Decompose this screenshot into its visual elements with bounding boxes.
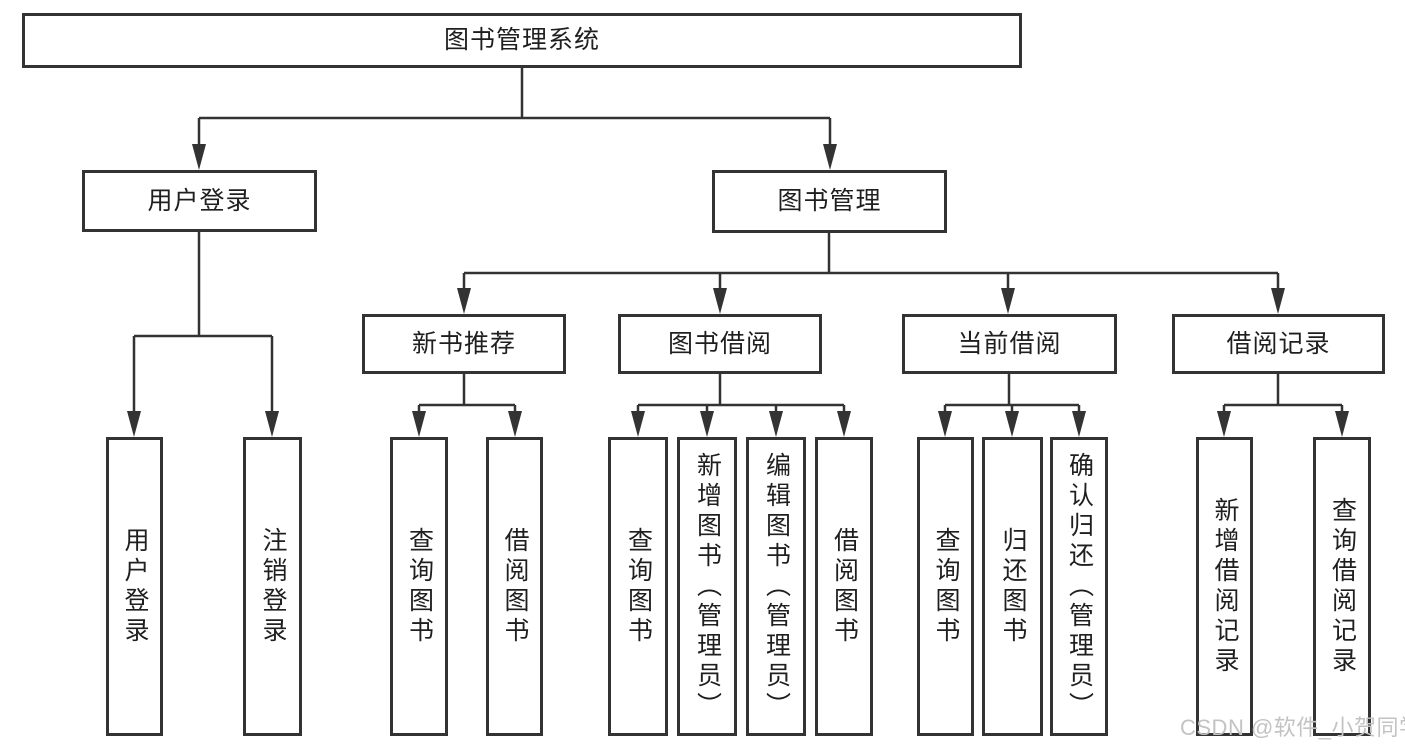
leaf-query-books-current: 查询图书 bbox=[917, 437, 974, 736]
leaf-add-book-admin: 新增图书（管理员） bbox=[677, 437, 737, 736]
arrowheads bbox=[127, 144, 1349, 437]
node-current-borrow: 当前借阅 bbox=[902, 314, 1117, 374]
leaf-logout: 注销登录 bbox=[243, 437, 302, 736]
leaf-borrow-books-borrow: 借阅图书 bbox=[815, 437, 873, 736]
node-book-borrow: 图书借阅 bbox=[618, 314, 822, 374]
leaf-query-borrow-record: 查询借阅记录 bbox=[1313, 437, 1371, 736]
watermark: CSDN @软件_小贺同学 bbox=[1180, 715, 1405, 740]
node-borrow-records: 借阅记录 bbox=[1172, 314, 1385, 374]
leaf-add-borrow-record: 新增借阅记录 bbox=[1196, 437, 1253, 736]
node-user-login: 用户登录 bbox=[82, 170, 317, 232]
leaf-user-login: 用户登录 bbox=[106, 437, 163, 736]
leaf-edit-book-admin: 编辑图书（管理员） bbox=[746, 437, 806, 736]
leaf-query-books-borrow: 查询图书 bbox=[608, 437, 668, 736]
leaf-return-book: 归还图书 bbox=[982, 437, 1043, 736]
node-root: 图书管理系统 bbox=[22, 13, 1022, 68]
leaf-confirm-return-admin: 确认归还（管理员） bbox=[1050, 437, 1108, 736]
node-new-book-recommend: 新书推荐 bbox=[362, 314, 566, 374]
leaf-query-books-recommend: 查询图书 bbox=[390, 437, 448, 736]
leaf-borrow-books-recommend: 借阅图书 bbox=[486, 437, 543, 736]
node-book-management: 图书管理 bbox=[712, 170, 947, 233]
